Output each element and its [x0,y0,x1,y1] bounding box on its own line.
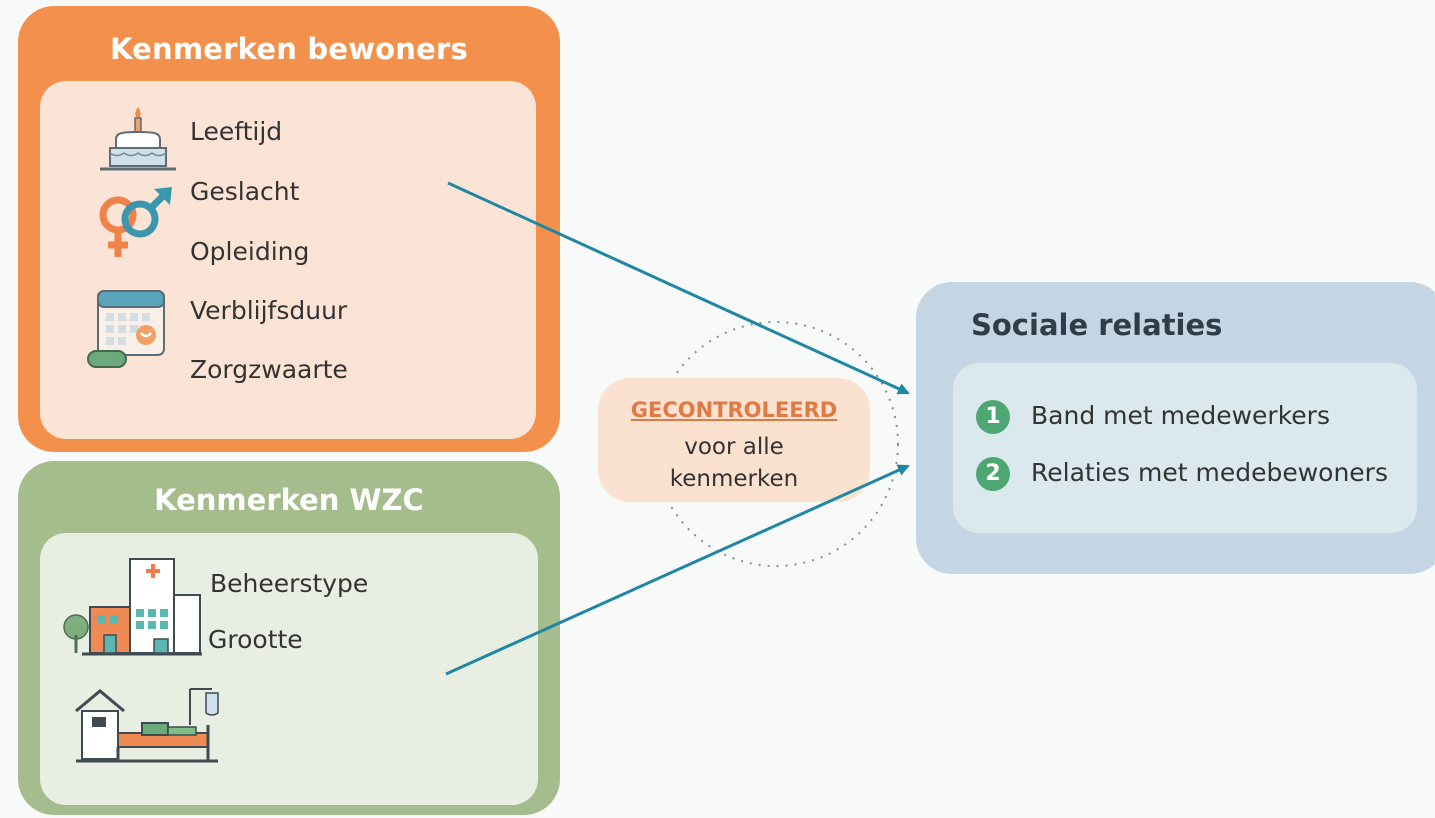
control-dotted-circle [653,321,899,567]
wzc-panel-title: Kenmerken WZC [154,483,424,517]
wzc-panel: Kenmerken WZC [18,461,560,815]
residents-item-education: Opleiding [190,237,310,266]
arrow-wzc-to-social [445,464,910,676]
social-relations-panel: Sociale relaties 1 Band met medewerkers … [916,282,1435,574]
social-item-coresident-relations: Relaties met medebewoners [1031,458,1388,487]
number-badge-2: 2 [976,457,1010,491]
residents-item-care-intensity: Zorgzwaarte [190,355,348,384]
residents-panel-title: Kenmerken bewoners [109,32,468,66]
residents-items-box: Leeftijd Geslacht Opleiding Verblijfsduu… [40,81,536,439]
birthday-cake-icon [100,107,176,171]
social-item-staff-bond: Band met medewerkers [1031,401,1330,430]
controlled-line-1: voor alle [684,434,784,460]
wzc-item-size: Grootte [208,625,303,654]
social-panel-title: Sociale relaties [971,308,1223,342]
residents-item-length-of-stay: Verblijfsduur [190,296,348,325]
residents-item-gender: Geslacht [190,177,300,206]
social-items-box: 1 Band met medewerkers 2 Relaties met me… [953,363,1417,533]
care-bed-house-icon [75,688,219,763]
arrow-residents-to-social [447,181,910,395]
controlled-label: GECONTROLEERD voor alle kenmerken [598,378,870,502]
gender-symbols-icon [99,187,172,257]
residents-panel: Kenmerken bewoners [18,6,560,452]
wzc-item-management-type: Beheerstype [210,569,369,598]
calendar-icon [87,290,165,368]
controlled-title: GECONTROLEERD [630,398,838,422]
hospital-building-icon [63,558,202,656]
controlled-line-2: kenmerken [669,466,799,492]
residents-item-age: Leeftijd [190,117,283,146]
number-badge-1: 1 [976,400,1010,434]
